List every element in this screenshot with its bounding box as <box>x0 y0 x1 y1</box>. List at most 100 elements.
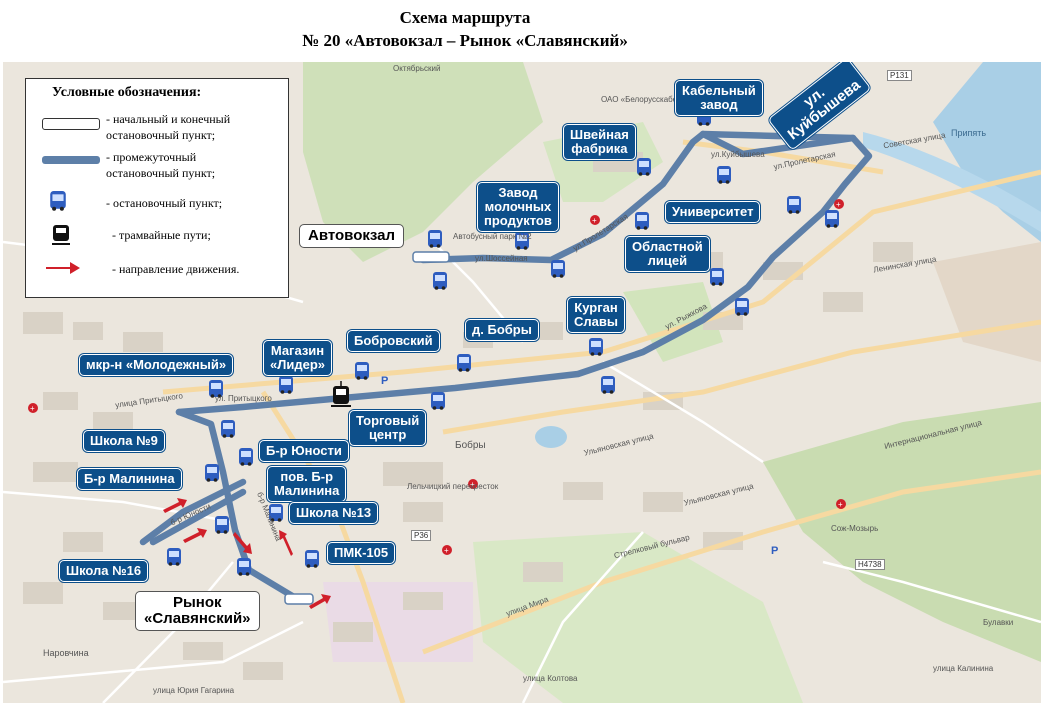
svg-text:+: + <box>470 480 475 489</box>
forest-north <box>303 62 543 262</box>
map-label-avtobusny-park: Автобусный парк №2 <box>453 232 532 241</box>
direction-arrow-icon <box>279 530 293 556</box>
legend-item-tram: - трамвайные пути; <box>112 228 211 242</box>
direction-arrow-icon <box>233 532 252 554</box>
bus-stop-icon <box>355 362 369 380</box>
stop-label-d-bobry[interactable]: д. Бобры <box>465 319 539 341</box>
stop-label-text: пов. Б-р <box>280 469 334 484</box>
svg-text:P: P <box>771 545 778 557</box>
svg-text:+: + <box>836 200 841 209</box>
map-label-kalinina: улица Калинина <box>933 664 994 673</box>
direction-arrows <box>163 498 331 609</box>
bus-stop-icon <box>635 212 649 230</box>
stop-label-br-yunosti[interactable]: Б-р Юности <box>259 440 349 462</box>
stop-label-text: «Лидер» <box>270 357 325 372</box>
stop-label-text: Кабельный <box>682 83 756 98</box>
stop-label-shkola-9[interactable]: Школа №9 <box>83 430 165 452</box>
svg-text:+: + <box>838 500 843 509</box>
forest-southeast <box>763 402 1041 662</box>
bus-stop-icon <box>735 298 749 316</box>
bus-stop-icon <box>551 260 565 278</box>
terminal-stop-symbol <box>42 118 100 130</box>
terminal-label-rynok[interactable]: Рынок «Славянский» <box>135 591 260 631</box>
map-label-sozh-mozyr: Сож-Мозырь <box>831 524 879 533</box>
stop-label-text: Швейная <box>570 127 629 142</box>
terminal-marker-rynok <box>284 593 314 605</box>
stop-label-universitet[interactable]: Университет <box>665 201 761 223</box>
bus-stop-icon <box>589 338 603 356</box>
city-east <box>933 242 1041 362</box>
bus-stop-icon <box>221 420 235 438</box>
legend-item-route: - промежуточный остановочный пункт; <box>106 150 216 180</box>
route-line <box>139 130 873 604</box>
tram-icon <box>331 381 351 407</box>
route-map[interactable]: + + + + + + P P Октябрьский ОАО «Белорус… <box>3 62 1041 703</box>
terminal-label-rynok-line2: «Славянский» <box>144 610 251 627</box>
map-label-belorusskabel: ОАО «Белорусскабель» <box>601 95 691 104</box>
map-label-bulavki: Булавки <box>983 618 1014 627</box>
green-area-2 <box>623 282 723 362</box>
terminal-label-avtovokzal[interactable]: Автовокзал <box>299 224 404 248</box>
stop-label-shkola-16[interactable]: Школа №16 <box>59 560 149 582</box>
stop-label-text: Курган <box>574 300 618 315</box>
svg-text:+: + <box>444 546 449 555</box>
bus-stop-icon <box>428 230 442 248</box>
direction-arrow-icon <box>163 498 187 513</box>
route-line-symbol <box>42 156 100 164</box>
bus-stop-icon <box>215 516 229 534</box>
bus-stop-icon <box>431 392 445 410</box>
bus-stop-icon <box>279 376 293 394</box>
legend: Условные обозначения: - начальный и коне… <box>25 78 289 298</box>
road-badge-n4738: H4738 <box>855 559 885 570</box>
stop-label-pmk-105[interactable]: ПМК-105 <box>327 542 396 564</box>
map-label-koltsovaya: улица Колтова <box>523 674 578 683</box>
title-line-2: № 20 «Автовокзал – Рынок «Славянский» <box>302 31 628 50</box>
legend-item-bus-stop: - остановочный пункт; <box>106 196 223 210</box>
stop-label-text: Малинина <box>274 483 340 498</box>
map-label-lelchitsy: Лельчицкий перекресток <box>407 482 499 491</box>
river-branch <box>863 132 1041 232</box>
stop-label-text: центр <box>368 427 407 442</box>
stop-label-magazin-lider[interactable]: Магазин«Лидер» <box>263 340 332 376</box>
map-label-oktyabrsky: Октябрьский <box>393 64 441 73</box>
direction-arrow-icon <box>46 262 80 274</box>
stop-label-molodezhny[interactable]: мкр-н «Молодежный» <box>79 354 234 376</box>
terminal-marker-avtovokzal <box>412 251 450 263</box>
map-label-shosseinaya: ул.Шоссейная <box>475 254 528 263</box>
legend-item-terminal: - начальный и конечный остановочный пунк… <box>106 112 231 142</box>
bus-stop-icon <box>50 191 66 211</box>
map-label-pritytskogo-1: ул. Притыцкого <box>215 394 272 403</box>
legend-item-direction: - направление движения. <box>112 262 240 276</box>
terminal-label-rynok-line1: Рынок <box>172 594 222 611</box>
stop-label-shkola-13[interactable]: Школа №13 <box>289 502 379 524</box>
road-badge-r131: P131 <box>887 70 912 81</box>
map-label-naroovichina: Наровчина <box>43 648 89 658</box>
bus-stop-icon <box>433 272 447 290</box>
bus-stop-icon <box>710 268 724 286</box>
stop-label-text: продуктов <box>484 213 552 228</box>
bus-stop-icon <box>825 210 839 228</box>
road-badge-r36: P36 <box>411 530 432 541</box>
bus-stop-icon <box>269 504 283 522</box>
bus-stop-icon <box>209 380 223 398</box>
bus-stop-icon <box>601 376 615 394</box>
stop-label-bobrovsky[interactable]: Бобровский <box>347 330 440 352</box>
stop-label-text: фабрика <box>571 141 628 156</box>
stop-label-text: Областной <box>632 239 703 254</box>
map-symbols: + + + + + + P P <box>28 199 846 557</box>
stop-label-text: Завод <box>498 185 538 200</box>
stop-label-br-malinina[interactable]: Б-р Малинина <box>77 468 182 490</box>
bus-stop-icon <box>239 448 253 466</box>
bus-stop-icon <box>637 158 651 176</box>
bus-stop-icon <box>515 232 529 250</box>
stop-label-text: Торговый <box>356 413 420 428</box>
bus-stop-icon <box>237 558 251 576</box>
legend-heading: Условные обозначения: <box>52 85 202 100</box>
